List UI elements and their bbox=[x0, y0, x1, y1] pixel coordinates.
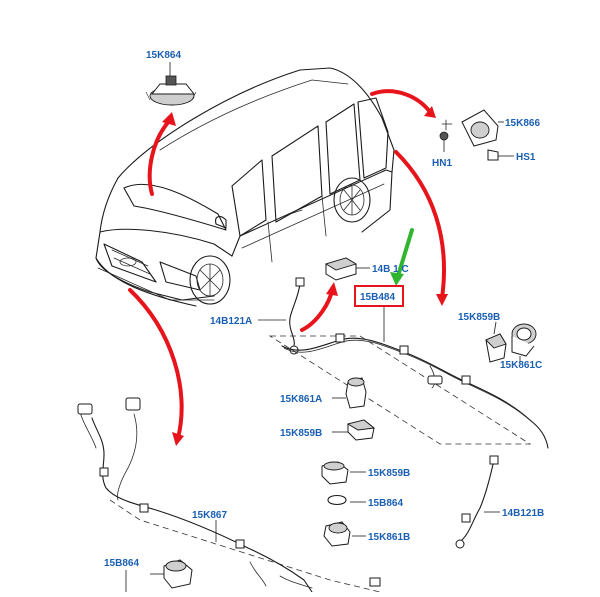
label-14B-C: 14B 1 C bbox=[372, 264, 409, 275]
label-HS1: HS1 bbox=[516, 152, 536, 163]
part-labels: 15K864 15K866 HN1 HS1 14B 1 C 14B121A 15… bbox=[104, 50, 544, 569]
bracket-15K859B-center bbox=[321, 461, 366, 485]
highlight-15B484: 15B484 bbox=[354, 285, 404, 307]
rear-bumper-harness bbox=[268, 306, 549, 449]
connector-14B-C bbox=[324, 257, 370, 281]
sensor-15K864-top bbox=[145, 62, 197, 106]
label-15B864-bottom: 15B864 bbox=[104, 558, 139, 569]
label-15K859B-right: 15K859B bbox=[458, 312, 500, 323]
sensor-15K861C bbox=[511, 323, 537, 362]
label-15K867: 15K867 bbox=[192, 510, 227, 521]
label-15K861B: 15K861B bbox=[368, 532, 410, 543]
label-15K859B-center: 15K859B bbox=[368, 468, 410, 479]
sounder-15K866 bbox=[439, 109, 514, 161]
label-15K859B-left: 15K859B bbox=[280, 428, 322, 439]
vehicle-illustration bbox=[95, 67, 395, 307]
sensor-15K861B bbox=[323, 521, 366, 547]
harness-14B121A bbox=[258, 277, 305, 355]
harness-14B121B bbox=[455, 455, 500, 549]
green-arrow bbox=[390, 228, 414, 286]
label-15K864: 15K864 bbox=[146, 50, 181, 61]
front-bumper-harness bbox=[77, 397, 381, 593]
label-15K866: 15K866 bbox=[505, 118, 540, 129]
label-15K861A: 15K861A bbox=[280, 394, 322, 405]
bracket-15K859B-right bbox=[485, 321, 507, 363]
ring-15B864-center bbox=[327, 494, 366, 506]
label-15K861C: 15K861C bbox=[500, 360, 542, 371]
red-arrows bbox=[128, 89, 448, 446]
sensor-15B864-bottom bbox=[125, 559, 193, 592]
highlight-box bbox=[354, 285, 404, 307]
label-HN1: HN1 bbox=[432, 158, 452, 169]
label-15B484: 15B484 bbox=[360, 292, 395, 303]
label-14B121B: 14B121B bbox=[502, 508, 544, 519]
sensor-15K861A bbox=[332, 377, 367, 409]
bracket-15K859B-left bbox=[332, 419, 376, 441]
label-14B121A: 14B121A bbox=[210, 316, 252, 327]
label-15B864-center: 15B864 bbox=[368, 498, 403, 509]
